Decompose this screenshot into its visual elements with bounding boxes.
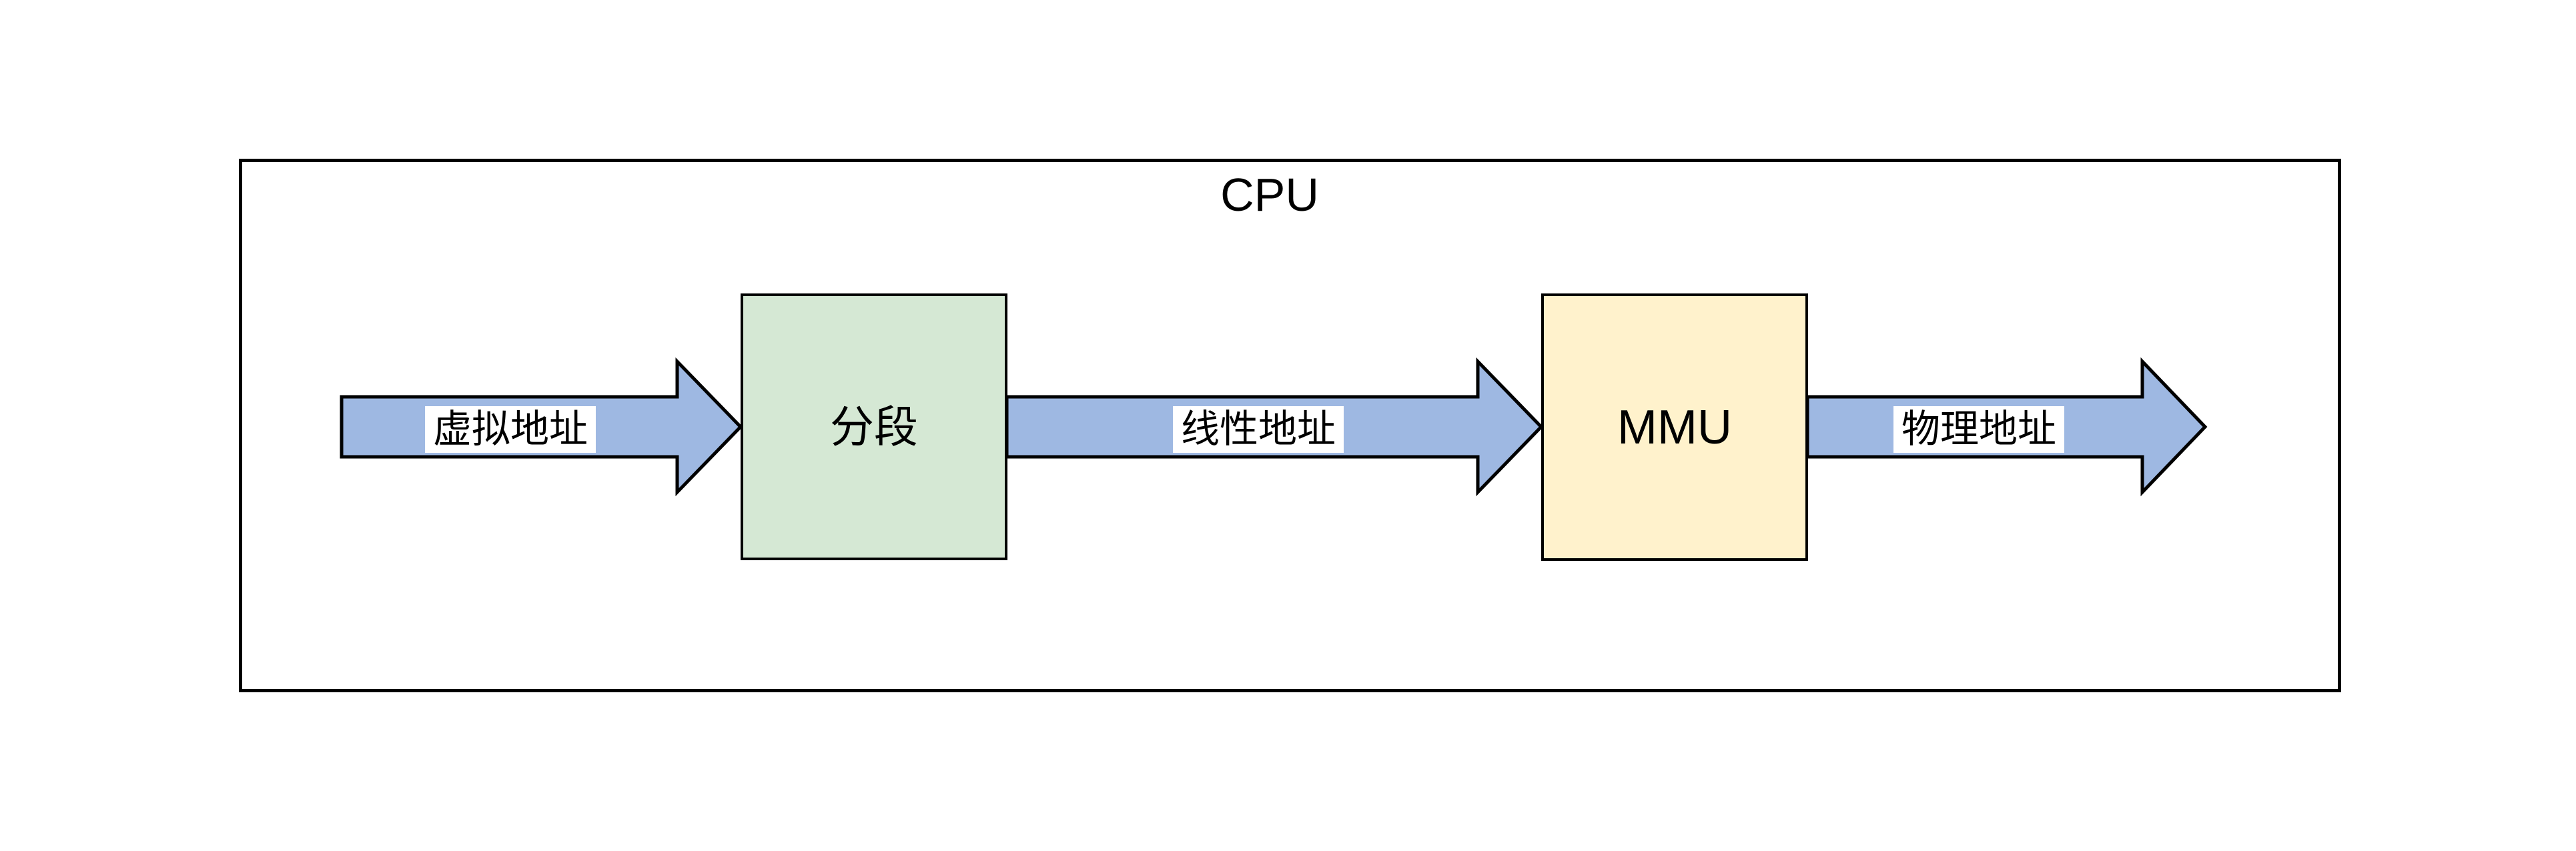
node-mmu: MMU	[1541, 293, 1808, 561]
physical-address-arrow-label: 物理地址	[1893, 406, 2065, 453]
cpu-container-box	[239, 159, 2341, 692]
node-mmu-label: MMU	[1617, 400, 1732, 454]
node-segmentation-label: 分段	[830, 402, 918, 452]
cpu-container-label: CPU	[1220, 169, 1319, 221]
linear-address-arrow-label: 线性地址	[1172, 406, 1344, 453]
node-segmentation: 分段	[741, 293, 1007, 560]
virtual-address-arrow-label: 虚拟地址	[424, 406, 596, 453]
